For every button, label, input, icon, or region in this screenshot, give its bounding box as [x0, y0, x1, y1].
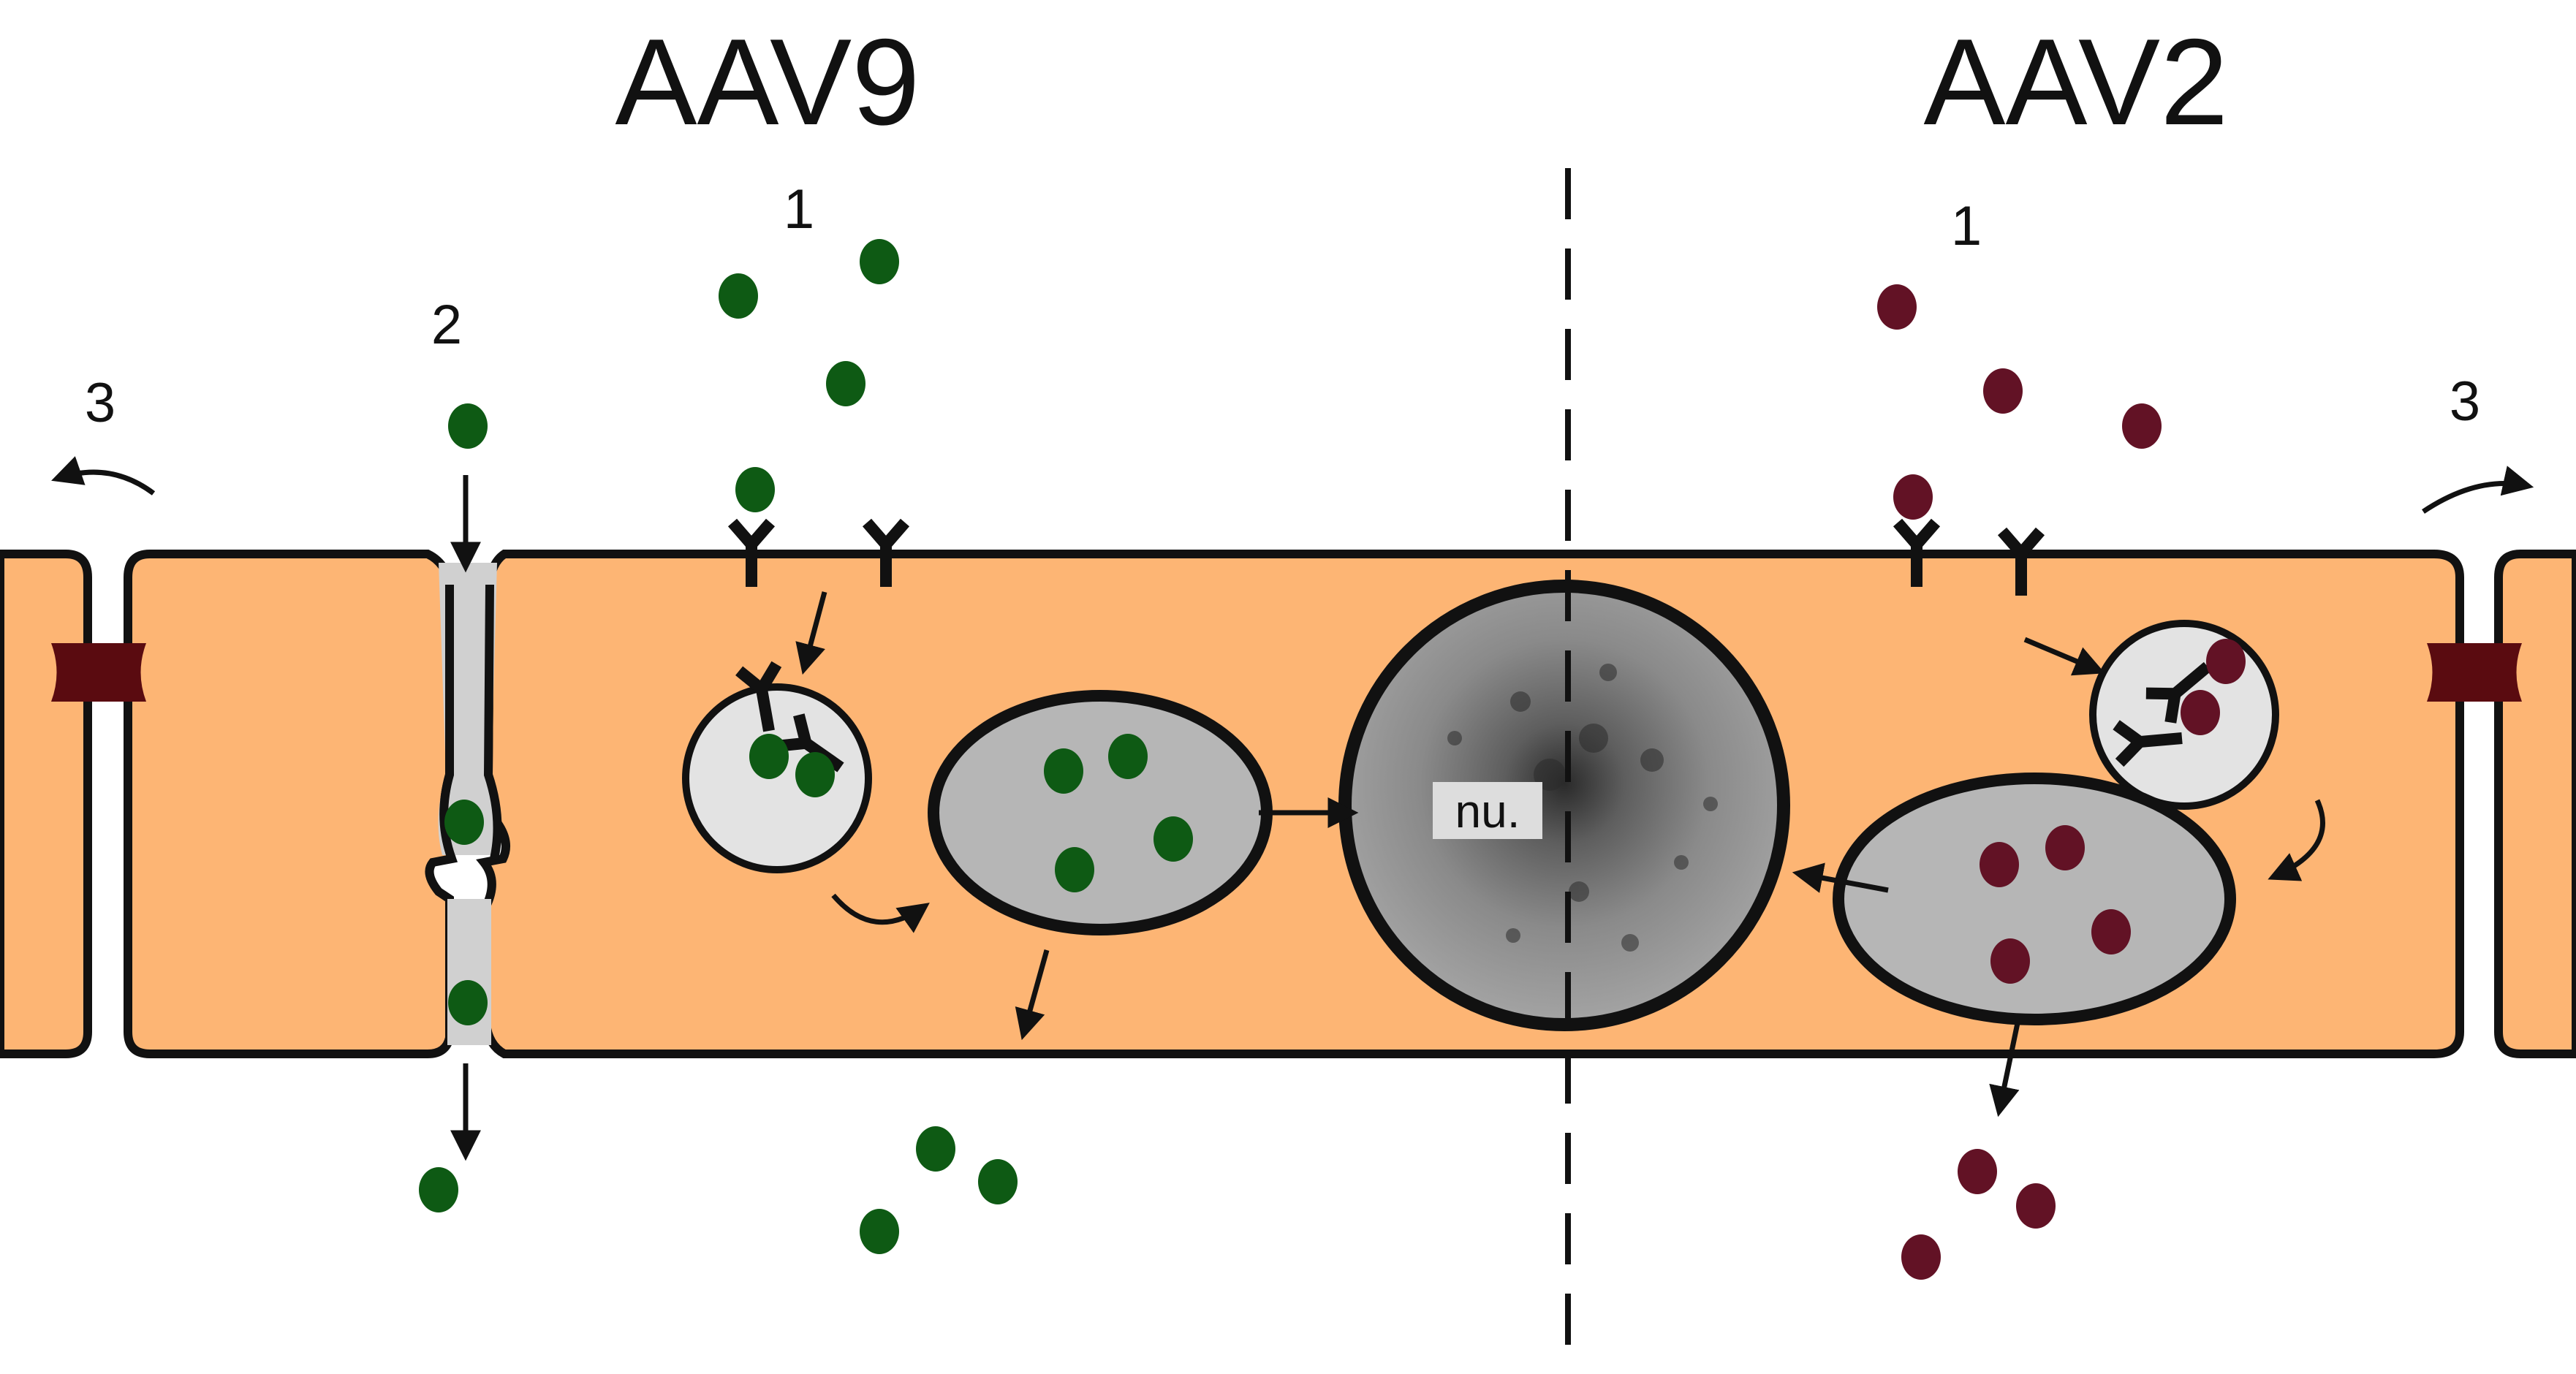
arrow-aav2-vesicle-to-endosome	[2268, 799, 2325, 881]
aav9-title: AAV9	[615, 13, 920, 151]
aav2-title: AAV2	[1923, 13, 2228, 151]
nucleus	[1338, 580, 1790, 1031]
aav9-particle	[978, 1159, 1018, 1204]
aav2-particle	[1901, 1234, 1941, 1280]
aav9-step-3-label: 3	[85, 372, 115, 434]
aav2-step-3-label: 3	[2450, 371, 2480, 433]
aav2-particle	[2181, 690, 2220, 735]
aav9-particle	[419, 1167, 458, 1212]
aav9-particle	[448, 980, 488, 1025]
arrow-left-junction	[51, 456, 156, 496]
arrow-right-junction	[2422, 466, 2534, 514]
pathway-arrows	[51, 456, 2534, 1161]
right-edge-cell	[2494, 550, 2576, 1058]
aav9-particle	[719, 273, 758, 319]
aav9-particle	[448, 403, 488, 449]
aav2-step-1-label: 1	[1951, 195, 1982, 257]
nucleus-chromatin	[1447, 664, 1718, 952]
aav9-particle	[1108, 734, 1148, 779]
aav2-endosome	[1833, 773, 2236, 1025]
nucleus-label-box	[1433, 782, 1542, 839]
middle-left-cell	[124, 550, 458, 1058]
aav9-particle	[826, 361, 865, 406]
aav2-particle	[2016, 1183, 2056, 1229]
arrow-aav2-internalize	[2023, 637, 2105, 676]
aav9-particles	[419, 239, 1193, 1254]
aav2-particle	[2045, 825, 2085, 870]
aav2-particle	[1893, 474, 1933, 520]
aav2-particle	[2206, 639, 2246, 684]
aav2-particle	[1980, 842, 2019, 887]
arrow-aav2-endosome-to-nucleus	[1792, 862, 1889, 893]
aav9-step-2-label: 2	[431, 294, 462, 356]
aav9-endosome	[928, 690, 1273, 935]
tight-junction-right	[2427, 643, 2522, 702]
aav2-particle	[1990, 938, 2030, 984]
aav9-particle	[1044, 748, 1083, 794]
arrow-aav2-exocytosis	[1989, 1022, 2020, 1117]
aav9-vesicle	[682, 683, 872, 873]
left-edge-cell	[0, 550, 92, 1058]
aav9-step-1-label: 1	[784, 178, 814, 240]
aav9-particle	[916, 1126, 955, 1172]
aav9-particle	[444, 800, 484, 845]
aav9-particle	[735, 467, 775, 512]
nucleus-label: nu.	[1455, 785, 1520, 838]
aav2-particle	[1958, 1149, 1997, 1194]
aav2-particles	[1877, 284, 2246, 1280]
aav2-particle	[1877, 284, 1917, 330]
aav9-particle	[795, 752, 835, 797]
aav2-particle	[2091, 909, 2131, 954]
aav9-particle	[860, 239, 899, 284]
tight-junction-left	[51, 643, 146, 702]
aav9-particle	[860, 1209, 899, 1254]
arrow-aav9-exocytosis	[1015, 949, 1050, 1041]
arrow-aav9-vesicle-to-endosome	[831, 893, 930, 933]
aav2-particle	[2122, 403, 2162, 449]
arrow-aav9-internalize	[795, 591, 827, 675]
aav2-particle	[1983, 368, 2023, 414]
aav9-particle	[749, 734, 789, 779]
aav9-particle	[1153, 816, 1193, 862]
aav9-particle	[1055, 847, 1094, 892]
